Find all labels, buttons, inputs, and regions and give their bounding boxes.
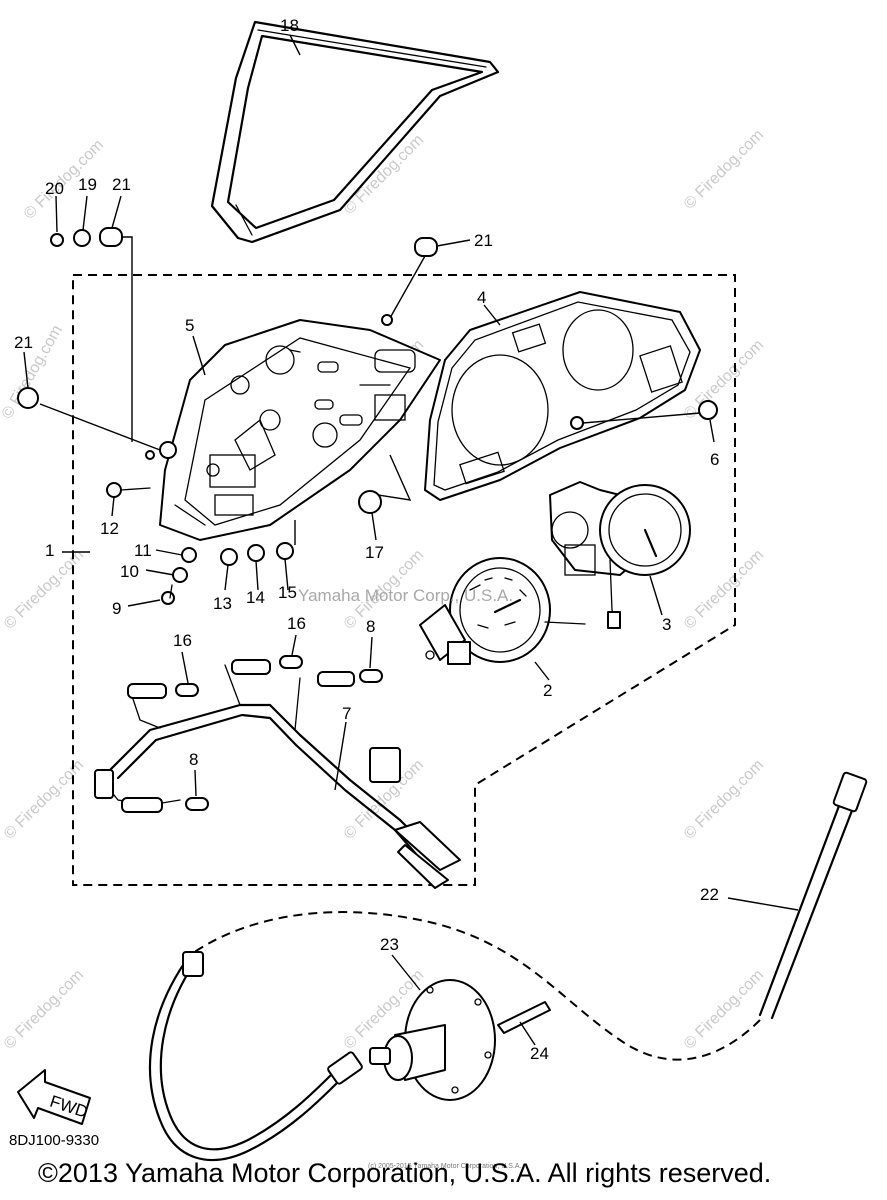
hardware-parts xyxy=(17,227,438,605)
part-label: 7 xyxy=(342,704,351,723)
part-label: 6 xyxy=(710,450,719,469)
svg-text:© Firedog.com: © Firedog.com xyxy=(1,966,87,1052)
drive-gear xyxy=(497,1001,551,1046)
meter-case xyxy=(159,319,441,541)
part-label: 5 xyxy=(185,316,194,335)
part-label: 12 xyxy=(100,519,119,538)
part-label: 15 xyxy=(278,583,297,602)
small-watermark: (c) 2005-2015 Yamaha Motor Corporation, … xyxy=(368,1163,521,1170)
copyright-notice: ©2013 Yamaha Motor Corporation, U.S.A. A… xyxy=(38,1158,772,1188)
meter-panel xyxy=(424,291,701,501)
part-label: 9 xyxy=(112,599,121,618)
part-label: 17 xyxy=(365,543,384,562)
part-label: 16 xyxy=(173,631,192,650)
part-label: 18 xyxy=(280,16,299,35)
speedometer-cable xyxy=(148,771,868,1162)
leader-lines xyxy=(23,34,799,991)
part-label: 21 xyxy=(14,333,33,352)
part-label: 21 xyxy=(474,231,493,250)
svg-text:© Firedog.com: © Firedog.com xyxy=(681,546,767,632)
part-label: 4 xyxy=(477,288,486,307)
speedometer xyxy=(419,557,586,665)
meter-cover-rim xyxy=(210,20,500,244)
svg-text:© Firedog.com: © Firedog.com xyxy=(681,966,767,1052)
part-label: 21 xyxy=(112,175,131,194)
part-label: 23 xyxy=(380,935,399,954)
part-label: 16 xyxy=(287,614,306,633)
part-label: 2 xyxy=(543,681,552,700)
drawing-code: 8DJ100-9330 xyxy=(9,1132,100,1149)
assembly-boundary xyxy=(72,274,736,886)
bulb-sockets xyxy=(121,655,383,813)
part-label: 13 xyxy=(213,594,232,613)
part-label: 11 xyxy=(134,541,152,560)
speedometer-gear-unit xyxy=(369,979,496,1101)
part-labels: 1 2 3 4 5 6 7 8 8 9 10 11 12 13 14 15 16… xyxy=(14,16,719,1063)
part-label: 22 xyxy=(700,885,719,904)
grommet-6 xyxy=(698,400,718,420)
svg-text:© Firedog.com: © Firedog.com xyxy=(681,756,767,842)
part-label: 20 xyxy=(45,179,64,198)
part-label: 8 xyxy=(366,617,375,636)
center-watermark: Yamaha Motor Corp., U.S.A. xyxy=(298,586,513,605)
svg-text:© Firedog.com: © Firedog.com xyxy=(1,546,87,632)
wire-harness xyxy=(94,664,461,889)
part-label: 8 xyxy=(189,750,198,769)
part-label: 14 xyxy=(246,588,265,607)
tachometer xyxy=(549,481,691,629)
part-label: 3 xyxy=(662,615,671,634)
part-label: 1 xyxy=(45,541,54,560)
svg-text:© Firedog.com: © Firedog.com xyxy=(1,756,87,842)
svg-text:© Firedog.com: © Firedog.com xyxy=(681,126,767,212)
part-label: 24 xyxy=(530,1044,549,1063)
part-label: 10 xyxy=(120,562,139,581)
part-label: 19 xyxy=(78,175,97,194)
fwd-arrow-icon: FWD xyxy=(17,1069,91,1125)
